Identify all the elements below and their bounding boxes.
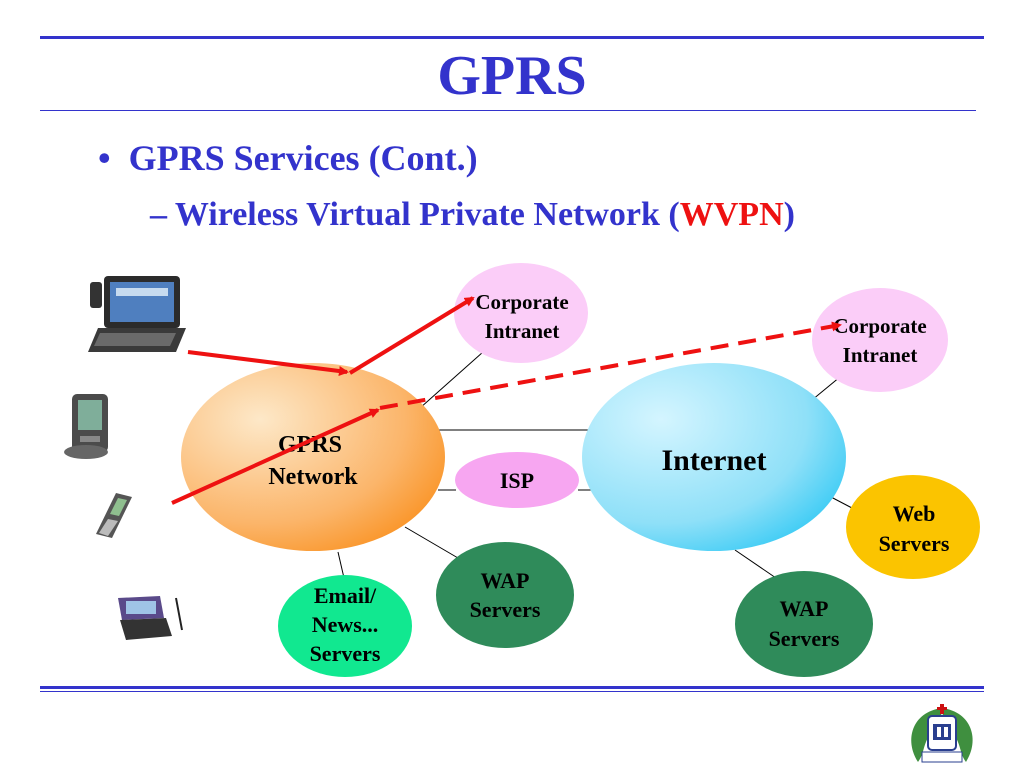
link-internet-wap2: [734, 549, 777, 579]
link-internet-web: [830, 496, 853, 509]
internet-node: [582, 363, 846, 551]
bullet-text: GPRS Services (Cont.): [128, 138, 478, 178]
handheld-pc-icon: [118, 596, 183, 640]
bullet-marker: •: [98, 138, 111, 178]
email-servers-label-3: Servers: [310, 641, 381, 666]
gprs-network-label-1: GPRS: [278, 432, 342, 458]
isp-label: ISP: [500, 468, 534, 493]
wap-servers-1-label-2: Servers: [470, 597, 541, 622]
vpn-arrow-phone-to-gprs: [171, 408, 380, 505]
link-gprs-corp1: [419, 351, 484, 409]
laptop-icon: [88, 276, 186, 352]
node-labels: GPRS Network Internet ISP Corporate Intr…: [268, 290, 950, 666]
vpn-arrow-laptop-to-gprs: [187, 350, 349, 376]
corp-intranet-1-label-2: Intranet: [485, 319, 560, 343]
vpn-arrow-gprs-to-corp1: [348, 296, 475, 375]
sub-bullet-wvpn: – Wireless Virtual Private Network (WVPN…: [150, 196, 795, 234]
mobile-phone-icon: [96, 493, 132, 538]
email-servers-label-2: News...: [312, 612, 379, 637]
link-gprs-wap1: [404, 526, 459, 559]
vpn-arrows: [171, 296, 842, 505]
wap-servers-1-label-1: WAP: [481, 568, 530, 593]
sub-bullet-text: Wireless Virtual Private Network (: [174, 196, 680, 233]
top-rule-thick: [40, 36, 984, 39]
corp-intranet-2-label-1: Corporate: [833, 314, 926, 338]
university-seal-logo: [911, 704, 973, 763]
wap-servers-2-label-2: Servers: [769, 626, 840, 651]
slide-title: GPRS: [437, 45, 587, 107]
email-servers-node: [278, 575, 412, 677]
corp-intranet-2-label-2: Intranet: [843, 343, 918, 367]
isp-node: [455, 452, 579, 508]
bottom-rule-thick: [40, 686, 984, 689]
bullet-gprs-services: • GPRS Services (Cont.): [98, 138, 478, 178]
wap-servers-2-label-1: WAP: [780, 596, 829, 621]
sub-bullet-marker: –: [150, 196, 167, 233]
corporate-intranet-node-2: [812, 288, 948, 392]
web-servers-label-2: Servers: [879, 531, 950, 556]
sub-bullet-close: ): [783, 196, 795, 233]
wap-servers-node-1: [436, 542, 574, 648]
web-servers-label-1: Web: [893, 501, 936, 526]
internet-label: Internet: [662, 444, 767, 477]
email-servers-label-1: Email/: [314, 583, 377, 608]
web-servers-node: [846, 475, 980, 579]
pda-icon: [64, 394, 108, 459]
bottom-rule-thin: [40, 691, 984, 692]
corporate-intranet-node-1: [454, 263, 588, 363]
wap-servers-node-2: [735, 571, 873, 677]
corp-intranet-1-label-1: Corporate: [475, 290, 568, 314]
title-underline: [40, 110, 976, 111]
vpn-dashed-to-corp2: [379, 321, 842, 410]
gprs-network-label-2: Network: [268, 464, 358, 490]
link-gprs-email: [337, 551, 345, 579]
wvpn-highlight: WVPN: [679, 196, 784, 233]
